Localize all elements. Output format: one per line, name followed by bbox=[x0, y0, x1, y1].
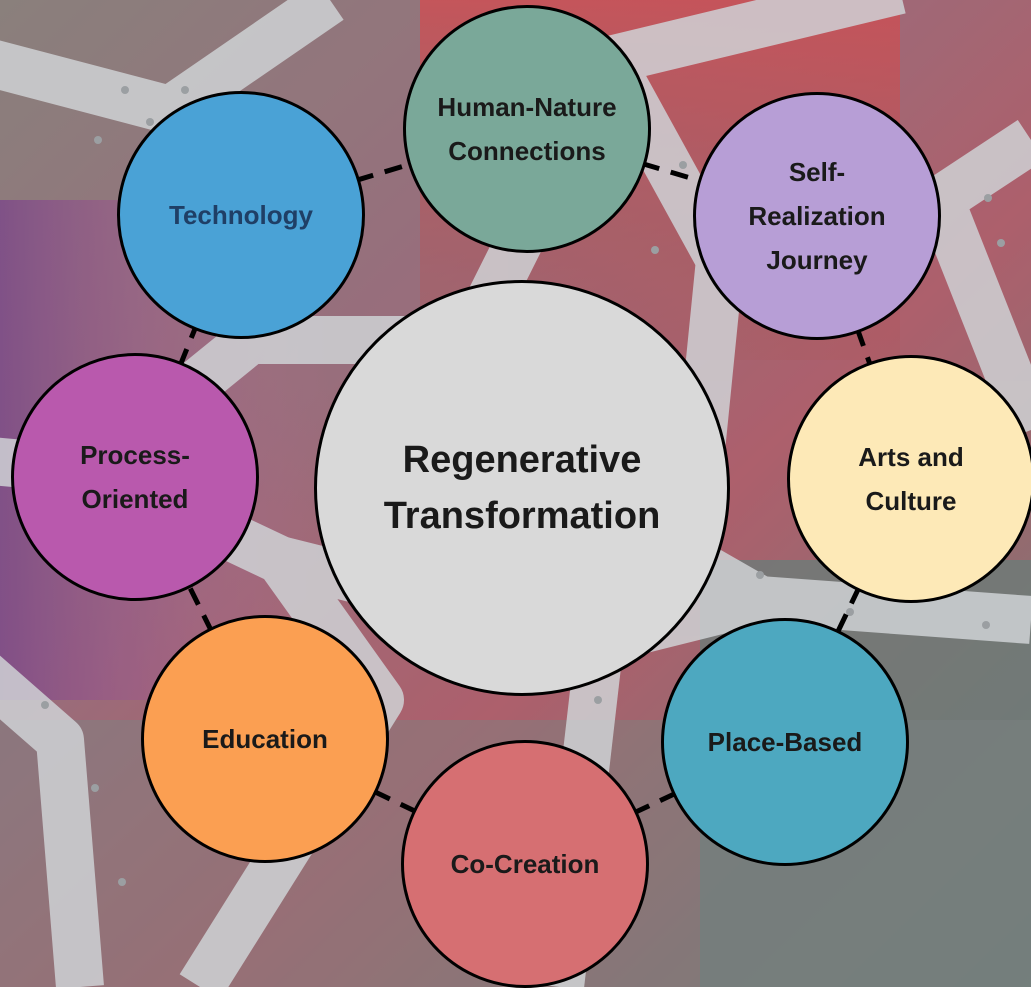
node-self-realization-journey: Self- Realization Journey bbox=[693, 92, 941, 340]
node-human-nature-connections: Human-Nature Connections bbox=[403, 5, 651, 253]
node-label: Self- Realization Journey bbox=[748, 157, 886, 275]
node-label: Place-Based bbox=[707, 727, 863, 757]
node-arts-and-culture: Arts and Culture bbox=[787, 355, 1031, 603]
node-education: Education bbox=[141, 615, 389, 863]
center-circle: Regenerative Transformation bbox=[314, 280, 730, 696]
node-technology: Technology bbox=[117, 91, 365, 339]
node-co-creation: Co-Creation bbox=[401, 740, 649, 988]
node-label: Process- Oriented bbox=[80, 440, 190, 514]
node-label: Education bbox=[202, 724, 328, 754]
node-label: Technology bbox=[169, 200, 313, 230]
node-place-based: Place-Based bbox=[661, 618, 909, 866]
center-label: Regenerative Transformation bbox=[383, 439, 661, 537]
node-process-oriented: Process- Oriented bbox=[11, 353, 259, 601]
node-label: Co-Creation bbox=[450, 849, 600, 879]
node-label: Arts and Culture bbox=[858, 442, 964, 516]
node-label: Human-Nature Connections bbox=[437, 92, 617, 166]
